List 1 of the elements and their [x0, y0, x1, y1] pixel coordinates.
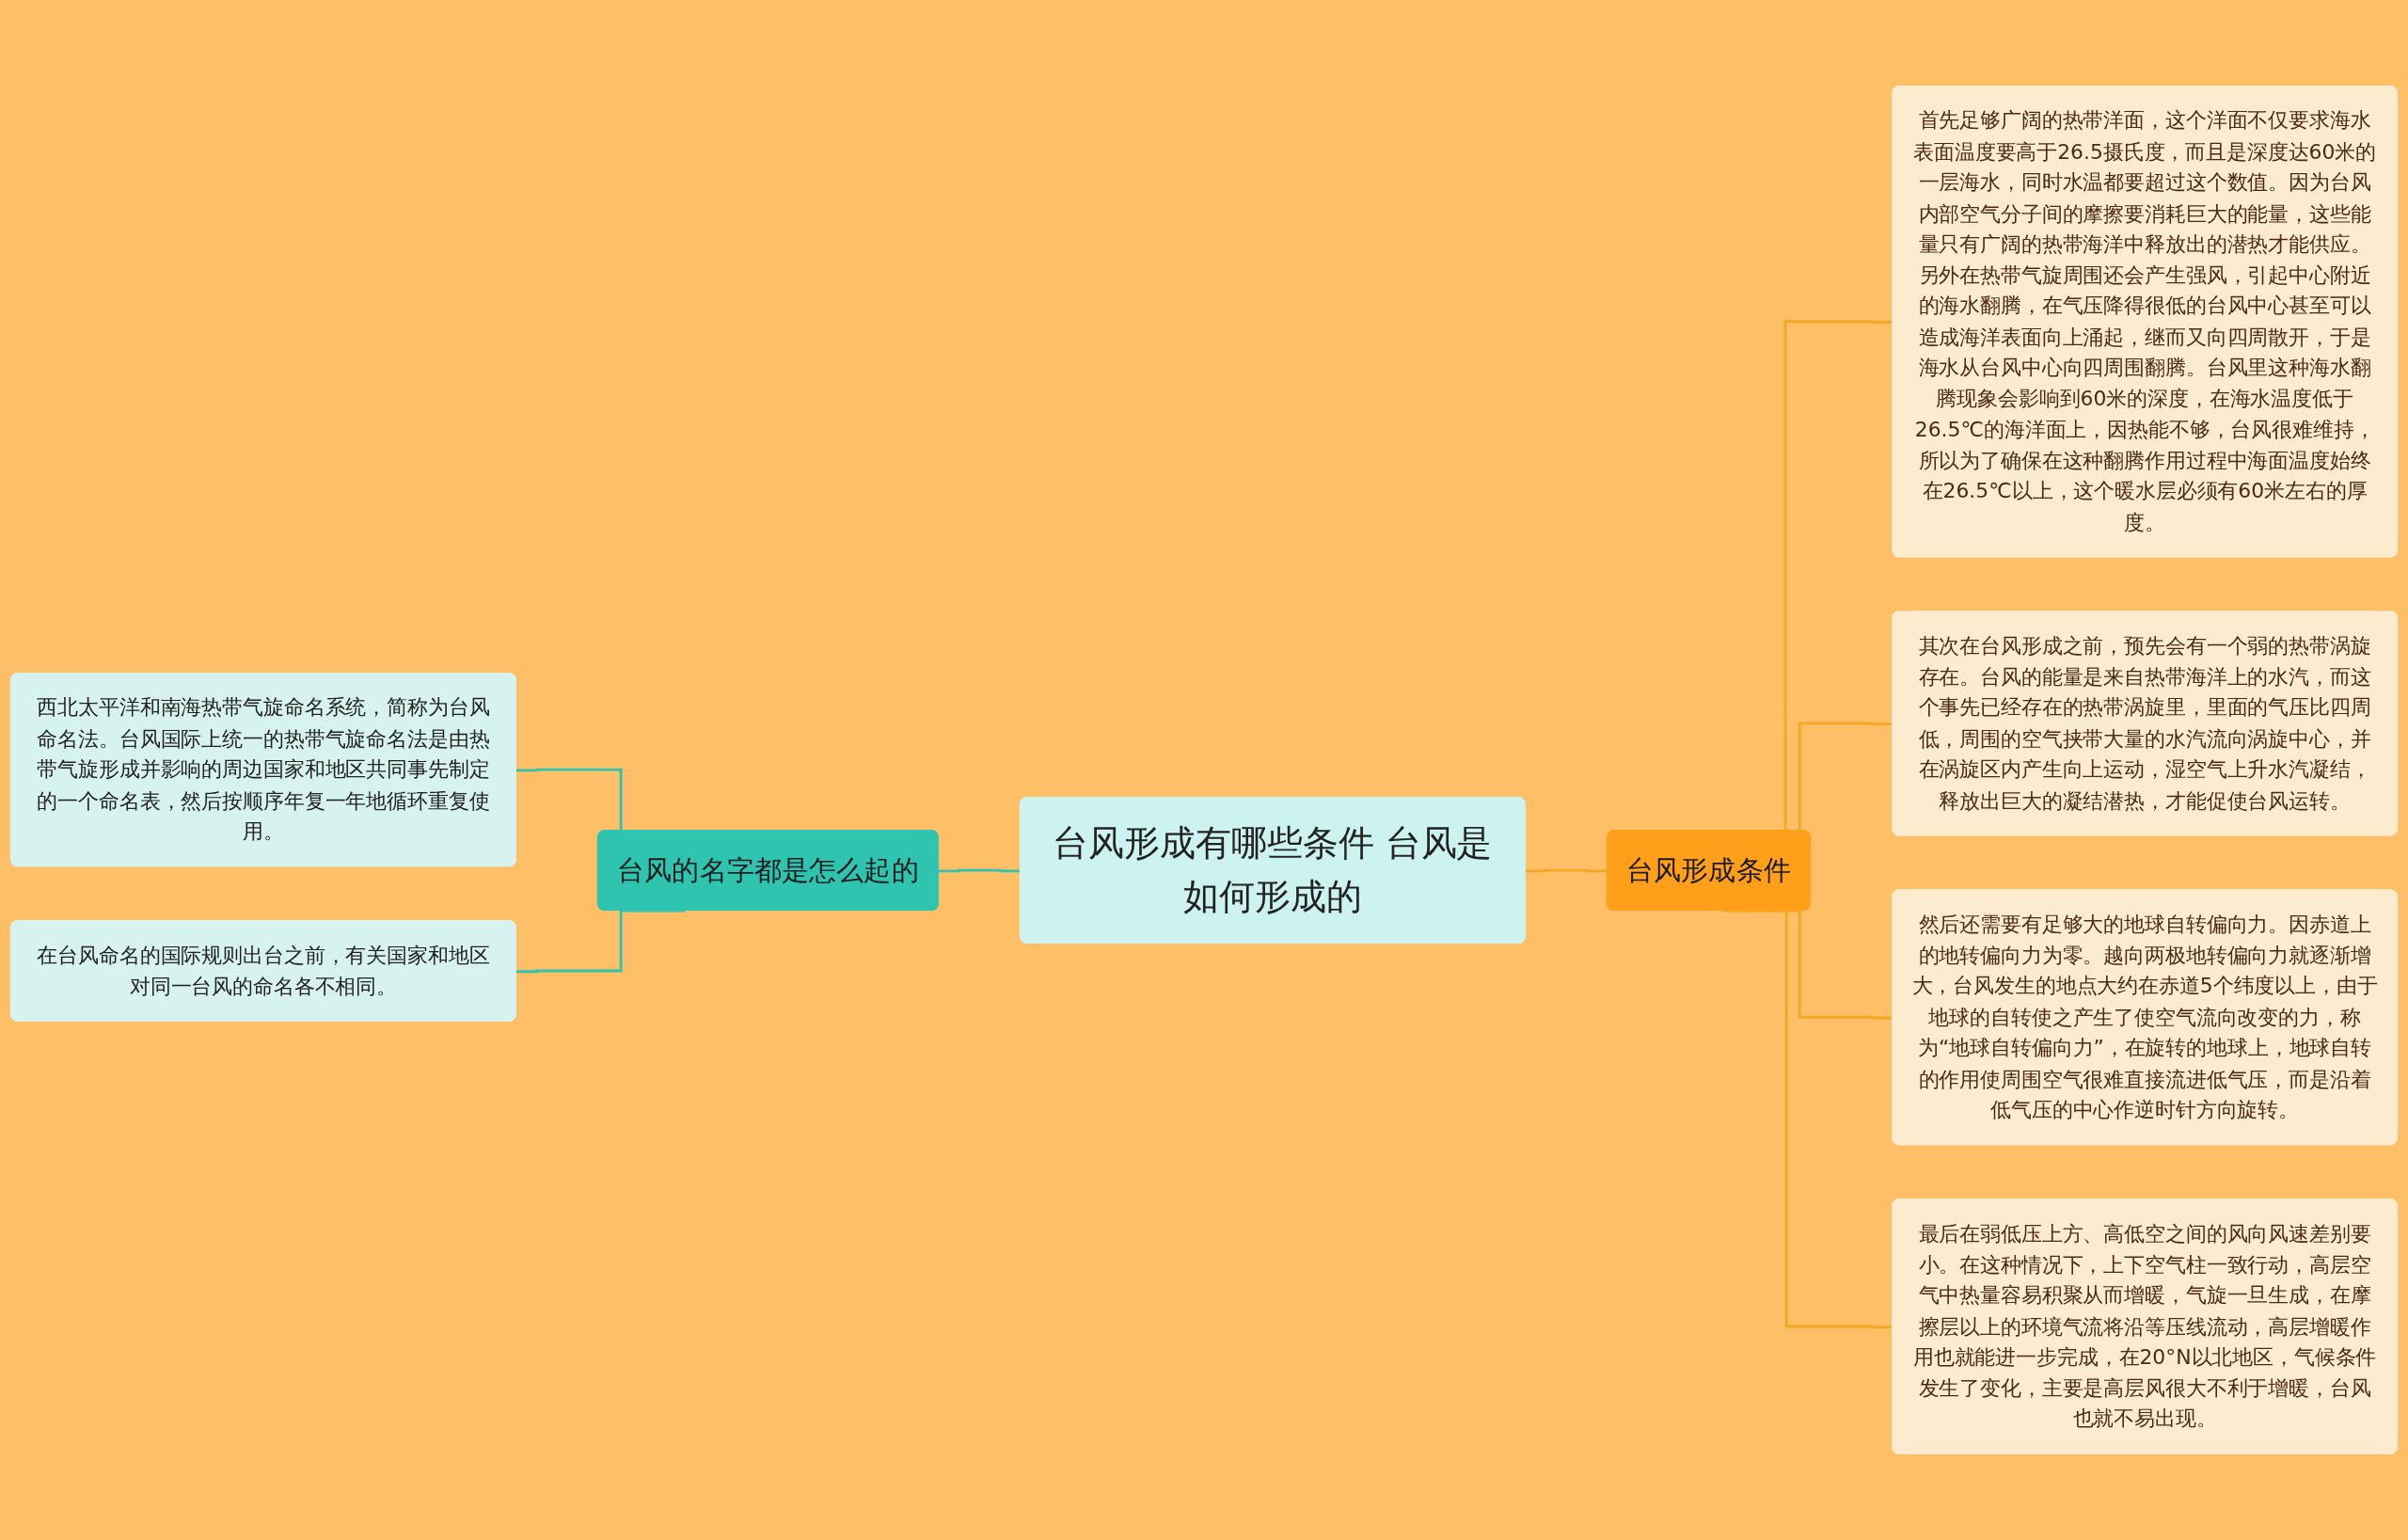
connector	[515, 909, 686, 974]
